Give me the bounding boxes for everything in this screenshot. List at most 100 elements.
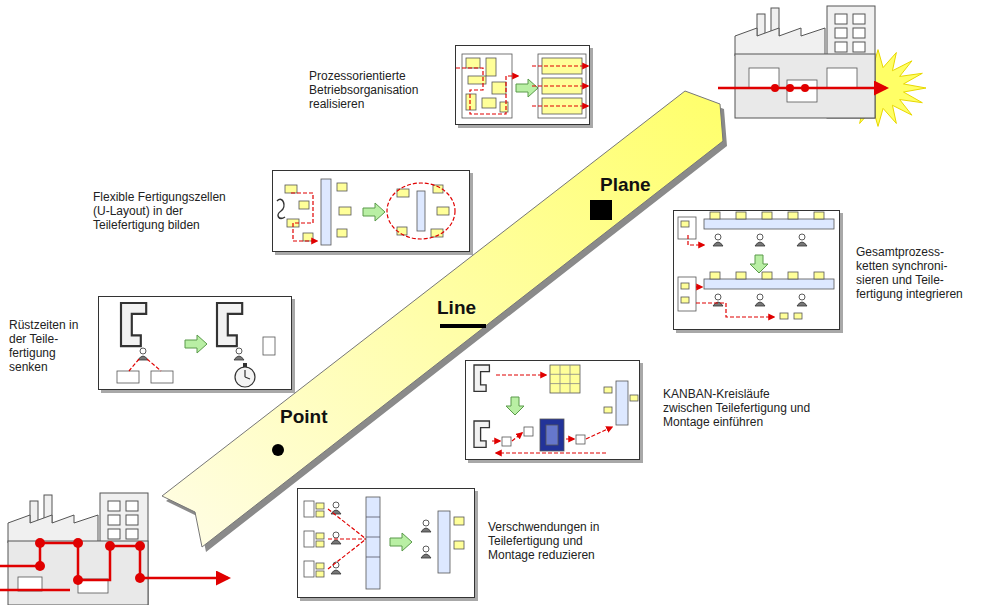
part-block bbox=[454, 541, 464, 549]
part-block bbox=[466, 94, 476, 110]
part-block bbox=[736, 212, 746, 219]
factory-icon bbox=[735, 6, 875, 118]
assembly-line bbox=[704, 279, 834, 289]
flow-path bbox=[532, 105, 588, 106]
flow-path bbox=[688, 235, 704, 245]
machine-icon bbox=[217, 303, 242, 346]
part-block bbox=[794, 313, 802, 319]
window bbox=[108, 529, 120, 539]
part-block bbox=[486, 58, 496, 76]
worker-head bbox=[423, 520, 429, 526]
factory-hall bbox=[735, 54, 875, 118]
part-block bbox=[630, 395, 638, 401]
green-arrow bbox=[185, 335, 207, 353]
container bbox=[502, 437, 511, 446]
worker-head bbox=[799, 234, 805, 240]
flow-dot bbox=[135, 573, 145, 583]
panel-illustration bbox=[456, 46, 591, 126]
tool-holder bbox=[263, 337, 275, 355]
parts-area bbox=[678, 277, 696, 311]
green-arrow bbox=[390, 533, 412, 551]
flow-path bbox=[496, 452, 606, 453]
worker-head bbox=[236, 348, 242, 354]
grid-line bbox=[550, 365, 580, 393]
part-block bbox=[437, 207, 449, 215]
window bbox=[126, 501, 138, 511]
assembly-rack bbox=[616, 381, 628, 425]
worker-head bbox=[140, 348, 146, 354]
parts-area bbox=[678, 217, 696, 239]
container bbox=[524, 427, 533, 436]
part-block bbox=[316, 533, 324, 539]
assembly-line bbox=[704, 219, 834, 229]
machine-icon bbox=[474, 365, 489, 391]
worker-head bbox=[757, 234, 763, 240]
flow-dot bbox=[73, 575, 83, 585]
worker-body bbox=[421, 554, 431, 558]
flow-dot bbox=[135, 541, 145, 551]
measure-panel: Flexible Fertigungszellen (U-Layout) in … bbox=[272, 170, 470, 252]
worker-body bbox=[755, 302, 765, 306]
pallet bbox=[117, 371, 139, 383]
part-block bbox=[316, 571, 324, 577]
flow-dot bbox=[35, 538, 45, 548]
assembly-line bbox=[321, 179, 331, 245]
window bbox=[126, 529, 138, 539]
flow-path bbox=[532, 65, 588, 66]
rack-shelf bbox=[366, 557, 380, 558]
flow-path bbox=[147, 359, 161, 371]
flow-path bbox=[532, 85, 588, 86]
part-block bbox=[339, 207, 351, 215]
machine-body bbox=[121, 303, 146, 346]
kanban-door bbox=[546, 425, 558, 445]
part-block bbox=[604, 387, 612, 393]
stage-label: Line bbox=[437, 297, 476, 319]
flow-path bbox=[696, 303, 774, 317]
flow-dot bbox=[73, 538, 83, 548]
machine-block bbox=[304, 561, 314, 577]
part-block bbox=[681, 283, 689, 289]
part-block bbox=[316, 511, 324, 517]
worker-head bbox=[333, 532, 339, 538]
worker-head bbox=[715, 294, 721, 300]
window bbox=[835, 42, 847, 52]
flow-path bbox=[512, 433, 522, 441]
green-arrow bbox=[363, 203, 385, 221]
part-block bbox=[299, 201, 309, 209]
panel-caption: Prozessorientierte Betriebsorganisation … bbox=[309, 69, 437, 111]
measure-panel: Verschwendungen in Teilefertigung und Mo… bbox=[297, 488, 475, 598]
machine-body bbox=[217, 303, 242, 346]
worker-body bbox=[234, 356, 244, 360]
window bbox=[853, 14, 865, 24]
worker-head bbox=[715, 234, 721, 240]
part-block bbox=[303, 233, 313, 241]
green-arrow bbox=[506, 397, 524, 415]
window bbox=[108, 515, 120, 525]
flow-path bbox=[328, 538, 366, 539]
part-block bbox=[681, 221, 689, 227]
u-cell-flow bbox=[387, 183, 455, 239]
assembly-rack bbox=[438, 511, 450, 573]
flow-path bbox=[291, 193, 317, 241]
worker-head bbox=[333, 502, 339, 508]
flow-path bbox=[696, 286, 702, 287]
part-block bbox=[492, 82, 506, 94]
stage-label: Plane bbox=[600, 174, 651, 196]
flow-path bbox=[566, 438, 574, 439]
window bbox=[835, 28, 847, 38]
buffer-stock bbox=[550, 365, 580, 393]
panel-illustration bbox=[674, 211, 841, 331]
panel-illustration bbox=[273, 171, 471, 253]
rack-shelf bbox=[366, 517, 380, 518]
part-block bbox=[285, 185, 297, 193]
window bbox=[835, 14, 847, 24]
worker-body bbox=[331, 570, 341, 574]
measure-panel: Prozessorientierte Betriebsorganisation … bbox=[455, 45, 590, 125]
part-block bbox=[482, 98, 496, 108]
machine-block bbox=[304, 531, 314, 547]
assembly-line bbox=[417, 191, 425, 231]
flow-path bbox=[496, 374, 546, 375]
rack-shelf bbox=[366, 537, 380, 538]
plane-symbol bbox=[590, 200, 612, 220]
panel-caption: Verschwendungen in Teilefertigung und Mo… bbox=[488, 520, 610, 562]
